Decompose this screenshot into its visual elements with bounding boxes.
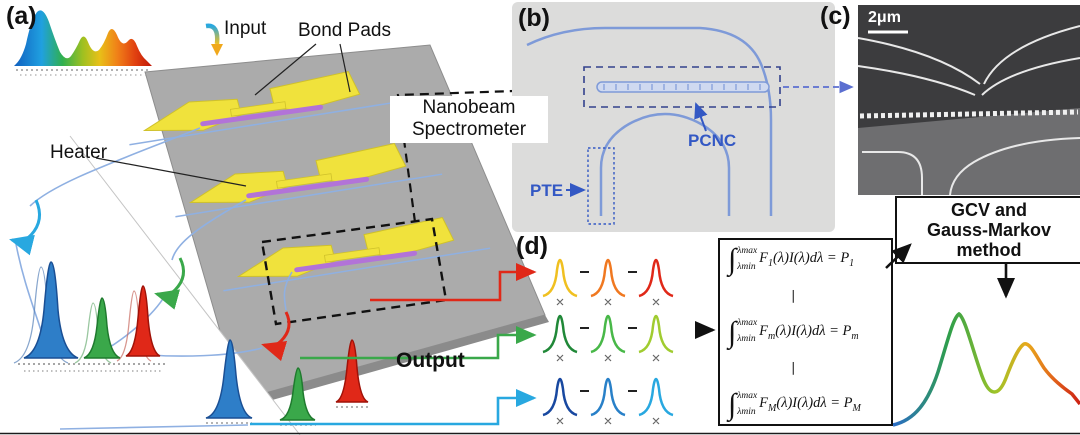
nanobeam-spectrometer-line1: Nanobeam <box>422 97 516 118</box>
nanobeam-spectrometer-label: Nanobeam Spectrometer <box>390 96 548 143</box>
p-subscript: M <box>852 402 861 414</box>
integral-sign: ∫ <box>728 388 737 421</box>
output-spectra <box>205 339 370 426</box>
equation-separator: ∣ <box>790 287 797 303</box>
integral-equation-m: ∫ λmax λmin Fm(λ)I(λ)dλ = Pm <box>728 315 887 349</box>
p-subscript: 1 <box>849 257 855 269</box>
red-hook-arrow <box>261 311 291 362</box>
panel-c-label: (c) <box>820 2 851 30</box>
sem-image <box>857 5 1080 196</box>
blue-output-peak <box>205 339 253 419</box>
input-arrow <box>205 23 223 56</box>
method-box: GCV and Gauss-Markov method <box>895 196 1080 264</box>
red-output-peak <box>335 339 369 403</box>
band-spectra <box>13 261 168 372</box>
equation-body: FM(λ)I(λ)dλ = PM <box>759 395 861 414</box>
method-line2: Gauss-Markov <box>926 219 1052 240</box>
white-band <box>0 135 301 435</box>
integral-equation-1: ∫ λmax λmin F1(λ)I(λ)dλ = P1 <box>728 243 887 276</box>
method-line1: GCV and <box>950 199 1027 220</box>
panel-a-label: (a) <box>6 2 37 30</box>
equation-mid: (λ)I(λ)dλ = <box>776 395 844 412</box>
p-symbol: P <box>842 322 852 339</box>
f-subscript: 1 <box>768 257 774 269</box>
cyan-hook-arrow <box>9 199 42 256</box>
integral-sign: ∫ <box>728 315 737 349</box>
panel-b-label: (b) <box>518 4 550 32</box>
nanobeam-connector-arrow <box>396 82 546 223</box>
upper-limit: λmax <box>737 390 758 401</box>
equation-body: F1(λ)I(λ)dλ = P1 <box>759 250 854 269</box>
hook-arrows <box>9 199 291 362</box>
integral-equation-M: ∫ λmax λmin FM(λ)I(λ)dλ = PM <box>728 388 887 421</box>
integral-limits: λmax λmin <box>737 390 758 417</box>
chip-side-face <box>240 315 549 408</box>
f-symbol: F <box>759 322 769 339</box>
lower-limit: λmin <box>737 261 756 272</box>
pte-label: PTE <box>530 181 564 200</box>
output-label: Output <box>396 349 465 372</box>
red-channel-arrow <box>370 262 537 302</box>
f-symbol: F <box>759 395 769 412</box>
integral-sign: ∫ <box>728 243 737 276</box>
minus-signs <box>580 271 637 392</box>
nanobeam-spectrometer-line2: Spectrometer <box>411 119 527 141</box>
f-symbol: F <box>759 250 769 267</box>
pcnc-label: PCNC <box>688 131 737 150</box>
label-pointer-lines <box>95 43 351 187</box>
green-channel-arrow <box>300 325 537 360</box>
x-marks <box>556 298 660 425</box>
upper-limit: λmax <box>737 318 758 329</box>
channel-arrows <box>250 262 537 426</box>
scale-bar-label: 2μm <box>868 9 901 26</box>
f-subscript: M <box>768 402 777 414</box>
equation-mid: (λ)I(λ)dλ = <box>775 322 843 339</box>
integral-limits: λmax λmin <box>737 318 758 344</box>
equation-mid: (λ)I(λ)dλ = <box>773 250 841 267</box>
drop-waveguide <box>599 112 731 216</box>
method-line3: method <box>956 240 1022 261</box>
upper-limit: λmax <box>737 245 758 256</box>
input-label: Input <box>224 18 267 39</box>
p-symbol: P <box>843 395 853 412</box>
pcnc-dashed-box <box>583 66 781 108</box>
equations-box: ∫ λmax λmin F1(λ)I(λ)dλ = P1 ∣ ∫ λmax λm… <box>718 238 893 426</box>
panel-d-label: (d) <box>516 232 548 260</box>
bus-waveguide <box>526 26 773 216</box>
equation-separator: ∣ <box>790 360 797 375</box>
green-output-peak <box>279 367 316 421</box>
bond-pads-label: Bond Pads <box>298 20 391 41</box>
f-subscript: m <box>768 330 776 342</box>
sem-nanobeam <box>859 109 1079 119</box>
dashed-selection-box <box>260 217 448 326</box>
lower-limit: λmin <box>737 334 756 344</box>
reconstructed-spectrum <box>892 311 1080 427</box>
filter-peaks <box>542 258 674 425</box>
equation-body: Fm(λ)I(λ)dλ = Pm <box>759 323 858 342</box>
lower-limit: λmin <box>737 406 756 417</box>
input-spectrum <box>14 10 152 76</box>
blue-peak <box>23 261 79 359</box>
green-peak <box>83 297 121 359</box>
pcnc-pointer-arrow <box>694 102 708 132</box>
integral-limits: λmax λmin <box>737 245 758 272</box>
p-symbol: P <box>840 250 850 267</box>
nanobeam-cavity <box>596 81 770 93</box>
panel-b-schematic <box>512 2 854 232</box>
pte-dotted-box <box>587 147 615 225</box>
cyan-channel-arrow <box>250 388 537 426</box>
heater-label: Heater <box>50 142 108 163</box>
green-hook-arrow <box>154 257 186 310</box>
red-peak <box>125 285 161 357</box>
nanobeam-holes <box>603 84 761 90</box>
p-subscript: m <box>851 330 859 342</box>
